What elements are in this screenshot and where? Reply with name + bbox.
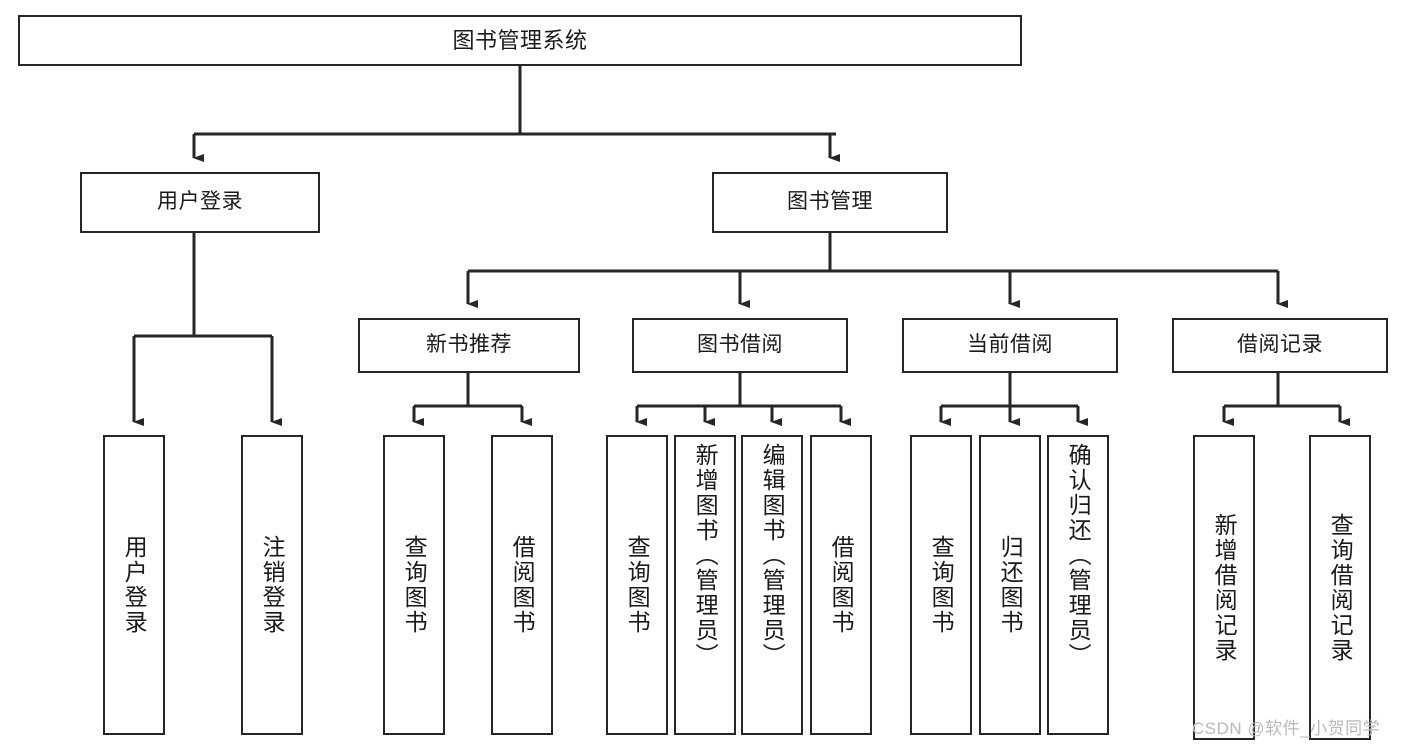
node-label: 查询图书 bbox=[928, 535, 955, 635]
leaf-borrow-book-recommend[interactable]: 借阅图书 bbox=[491, 435, 553, 735]
node-label: 当前借阅 bbox=[967, 333, 1053, 357]
node-label: 用户登录 bbox=[157, 190, 243, 214]
leaf-add-book-admin[interactable]: 新增图书（管理员） bbox=[674, 435, 736, 735]
leaf-query-borrow-record[interactable]: 查询借阅记录 bbox=[1309, 435, 1371, 740]
leaf-add-borrow-record[interactable]: 新增借阅记录 bbox=[1193, 435, 1255, 740]
node-label: 查询图书 bbox=[401, 535, 428, 635]
leaf-return-book[interactable]: 归还图书 bbox=[979, 435, 1041, 735]
csdn-watermark: CSDN @软件_小贺同学 bbox=[1192, 719, 1381, 738]
leaf-query-book-current[interactable]: 查询图书 bbox=[910, 435, 972, 735]
node-user-login[interactable]: 用户登录 bbox=[80, 172, 320, 233]
node-label: 借阅记录 bbox=[1237, 333, 1323, 357]
node-borrow-record[interactable]: 借阅记录 bbox=[1172, 318, 1388, 373]
node-label: 图书管理系统 bbox=[452, 27, 588, 53]
node-label: 借阅图书 bbox=[509, 535, 536, 635]
node-label: 编辑图书（管理员） bbox=[759, 443, 786, 668]
node-label: 新书推荐 bbox=[426, 333, 512, 357]
node-label: 图书借阅 bbox=[697, 333, 783, 357]
leaf-query-book-recommend[interactable]: 查询图书 bbox=[383, 435, 445, 735]
leaf-edit-book-admin[interactable]: 编辑图书（管理员） bbox=[741, 435, 803, 735]
node-root-system[interactable]: 图书管理系统 bbox=[18, 15, 1022, 66]
node-label: 查询图书 bbox=[624, 535, 651, 635]
node-label: 归还图书 bbox=[997, 535, 1024, 635]
node-label: 新增借阅记录 bbox=[1211, 512, 1238, 663]
leaf-borrow-book[interactable]: 借阅图书 bbox=[810, 435, 872, 735]
node-label: 确认归还（管理员） bbox=[1065, 443, 1092, 668]
node-new-book-recommend[interactable]: 新书推荐 bbox=[358, 318, 580, 373]
node-current-borrow[interactable]: 当前借阅 bbox=[902, 318, 1118, 373]
leaf-query-book-borrow[interactable]: 查询图书 bbox=[606, 435, 668, 735]
leaf-logout[interactable]: 注销登录 bbox=[241, 435, 303, 735]
node-label: 注销登录 bbox=[259, 535, 286, 635]
node-label: 新增图书（管理员） bbox=[692, 443, 719, 668]
node-label: 查询借阅记录 bbox=[1327, 512, 1354, 663]
node-label: 借阅图书 bbox=[828, 535, 855, 635]
leaf-confirm-return-admin[interactable]: 确认归还（管理员） bbox=[1047, 435, 1109, 735]
leaf-user-login[interactable]: 用户登录 bbox=[103, 435, 165, 735]
node-label: 图书管理 bbox=[787, 190, 873, 214]
node-label: 用户登录 bbox=[121, 535, 148, 635]
node-book-borrow[interactable]: 图书借阅 bbox=[632, 318, 848, 373]
node-book-management[interactable]: 图书管理 bbox=[712, 172, 948, 233]
